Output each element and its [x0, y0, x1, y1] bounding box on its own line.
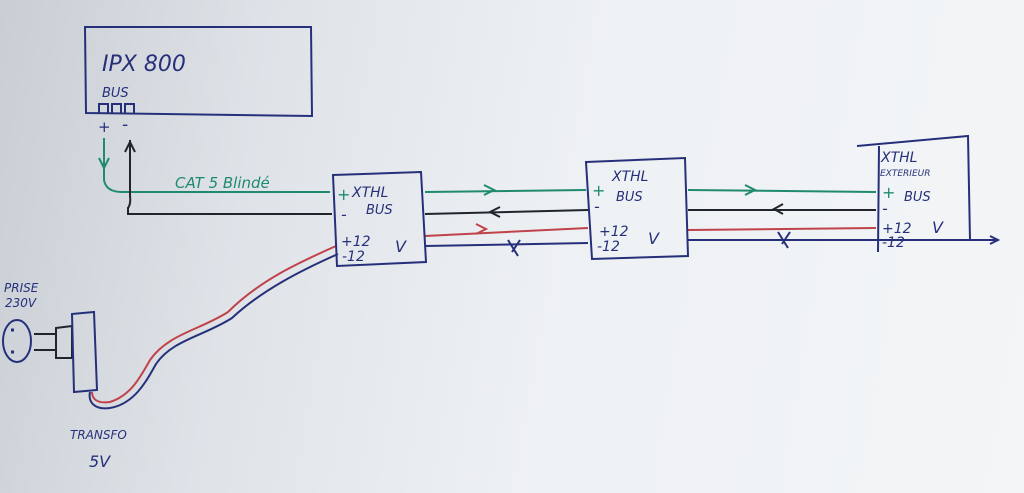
bus-minus-wire-seg2 — [424, 209, 589, 215]
xthl2-box — [584, 156, 690, 261]
power-minus-wire-seg2 — [424, 242, 589, 247]
outlet-icon — [2, 319, 32, 363]
bus-minus-wire — [127, 140, 332, 215]
xthl3-plus12-label: +12 — [882, 221, 912, 237]
xthl3-volt-label: V — [932, 218, 944, 237]
xthl1-minus-terminal: - — [341, 205, 347, 224]
outlet-pins-icon — [34, 333, 56, 351]
outlet-holes-icon — [11, 328, 14, 354]
xthl1-volt-label: V — [395, 237, 407, 256]
power-outlet: PRISE 230V — [2, 281, 56, 363]
power-wires — [88, 223, 1001, 410]
xthl1-plus-terminal: + — [337, 185, 350, 204]
xthl2-minus-terminal: - — [594, 197, 600, 216]
xthl2-volt-label: V — [648, 229, 660, 248]
bus-plus-wire — [103, 138, 330, 193]
prise-label: PRISE — [4, 281, 39, 295]
ipx800-plus-terminal: + — [98, 118, 111, 136]
bus-plus-wire-seg2 — [424, 189, 587, 193]
ipx800-bus-label: BUS — [102, 86, 129, 101]
transfo-plug-icon — [55, 324, 73, 359]
bus-plus-arrow-right-icon-2 — [744, 184, 758, 196]
ipx800-minus-terminal: - — [122, 115, 128, 135]
xthl1-minus12-label: -12 — [342, 249, 365, 265]
ipx800-bus-connector-icon — [98, 103, 135, 113]
xthl3-box — [856, 134, 971, 253]
xthl3-title: XTHL — [880, 150, 917, 166]
cable-label: CAT 5 Blindé — [175, 174, 270, 192]
power-plus-arrow-right-icon — [475, 223, 489, 235]
xthl2-title: XTHL — [611, 169, 648, 185]
bus-plus-arrow-right-icon — [483, 184, 497, 196]
xthl2-plus-terminal: + — [592, 181, 605, 200]
xthl3-minus-terminal: - — [882, 199, 888, 218]
ipx800-title: IPX 800 — [102, 52, 186, 77]
power-minus-cross-icon-2 — [777, 231, 791, 249]
ipx800-module: IPX 800 BUS + - — [83, 26, 314, 136]
power-plus-wire-seg3 — [687, 227, 877, 231]
transfo-red-wire — [91, 245, 337, 404]
xthl1-box — [331, 170, 428, 268]
transfo-label: TRANSFO — [70, 428, 127, 442]
xthl2-bus-label: BUS — [616, 190, 643, 205]
xthl-module-1: + XTHL - BUS +12 V -12 — [331, 170, 428, 268]
xthl-module-3: XTHL EXTERIEUR + BUS - +12 V -12 — [856, 134, 971, 253]
power-minus-arrow-right-icon — [989, 235, 1001, 245]
bus-plus-wire-seg3 — [687, 189, 877, 193]
transfo-box-icon — [70, 310, 99, 394]
xthl3-minus12-label: -12 — [882, 235, 905, 251]
bus-wires — [98, 138, 877, 218]
xthl-module-2: XTHL + BUS - +12 V -12 — [584, 156, 690, 261]
bus-minus-arrow-left-icon-2 — [771, 203, 784, 215]
power-plus-wire-seg2 — [424, 227, 589, 237]
bus-plus-arrow-down-icon — [98, 157, 110, 171]
transformer: TRANSFO 5V — [55, 310, 127, 471]
prise-voltage-label: 230V — [5, 296, 37, 310]
xthl3-plus-terminal: + — [882, 183, 895, 202]
transfo-blue-wire — [88, 253, 339, 410]
ipx800-box — [83, 26, 314, 118]
bus-minus-arrow-left-icon — [487, 206, 501, 218]
xthl3-bus-label: BUS — [904, 190, 931, 205]
transfo-voltage-label: 5V — [89, 452, 111, 471]
xthl1-bus-label: BUS — [366, 203, 393, 218]
xthl3-subtitle: EXTERIEUR — [880, 169, 930, 179]
xthl1-plus12-label: +12 — [341, 234, 371, 250]
power-minus-cross-icon — [507, 239, 521, 257]
xthl2-minus12-label: -12 — [597, 239, 620, 255]
xthl2-plus12-label: +12 — [599, 224, 629, 240]
xthl1-title: XTHL — [351, 185, 388, 201]
bus-minus-arrow-up-icon — [124, 139, 136, 153]
